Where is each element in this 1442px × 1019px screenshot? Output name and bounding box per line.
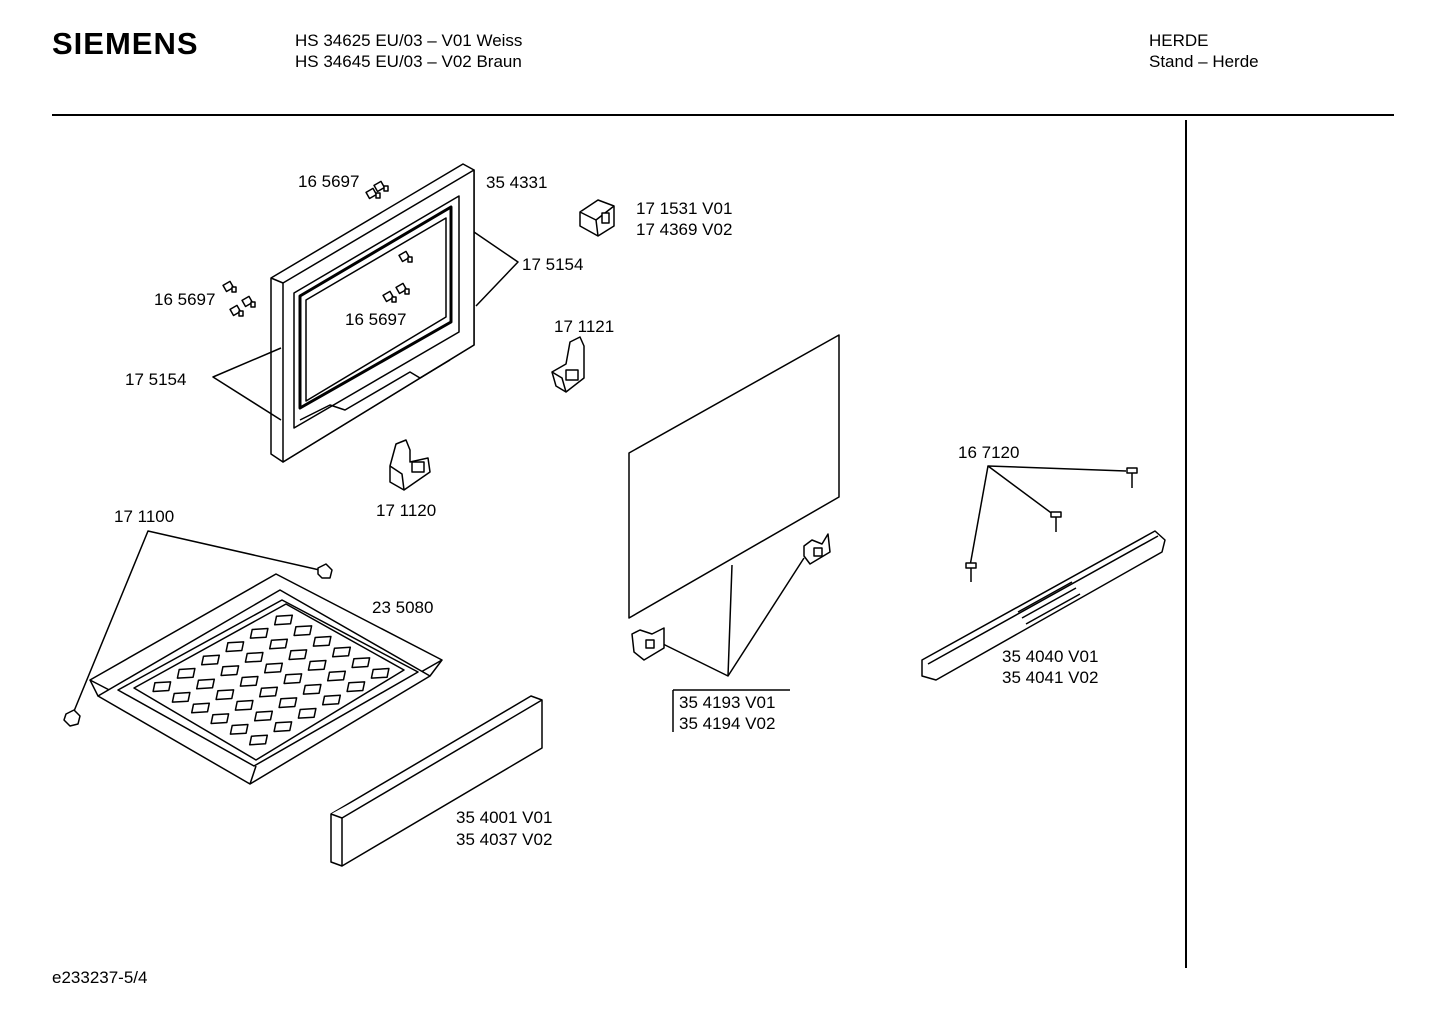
label-handle-screws: 16 7120 xyxy=(958,443,1019,462)
tray-grid-cell xyxy=(220,665,240,677)
label-frame: 35 4331 xyxy=(486,173,547,192)
screw-group-center xyxy=(382,250,413,303)
clip-left-leader xyxy=(212,347,282,421)
glass-holder-right xyxy=(803,533,831,565)
tray-grid-cell xyxy=(307,659,327,671)
tray-grid-cell xyxy=(176,667,196,679)
tray-grid-cell xyxy=(234,699,254,711)
tray-grid-cell xyxy=(171,691,191,703)
handle-screws xyxy=(965,465,1138,582)
tray-grid-cell xyxy=(268,638,289,650)
label-screws-top: 16 5697 xyxy=(298,172,359,191)
label-hinge-upper-2: 17 4369 V02 xyxy=(636,220,732,239)
label-front-panel-1: 35 4001 V01 xyxy=(456,808,552,827)
label-handle-1: 35 4040 V01 xyxy=(1002,647,1098,666)
tray-grid-cell xyxy=(200,654,221,666)
tray-grid-cell xyxy=(370,667,390,679)
tray-grid-cell xyxy=(321,694,342,706)
category-block: HERDE Stand – Herde xyxy=(1149,30,1259,72)
label-glass-holder-2: 35 4194 V02 xyxy=(679,714,775,733)
category-line-2: Stand – Herde xyxy=(1149,52,1259,71)
model-line-1: HS 34625 EU/03 – V01 Weiss xyxy=(295,31,523,50)
tray-grid-cell xyxy=(244,651,264,663)
hinge-upper xyxy=(579,199,615,237)
tray-grid-cell xyxy=(190,702,211,714)
brand-logo: SIEMENS xyxy=(52,26,199,61)
tray-grid-cell xyxy=(239,675,259,687)
label-hinge-upper-1: 17 1531 V01 xyxy=(636,199,732,218)
drawing-id: e233237-5/4 xyxy=(52,968,148,987)
tray-grid-cell xyxy=(225,641,245,653)
tray-grid-cell xyxy=(331,646,352,658)
tray-grid-cell xyxy=(326,670,347,682)
tray-grid-cell xyxy=(273,614,294,626)
category-line-1: HERDE xyxy=(1149,31,1209,50)
tray-grid-cell xyxy=(263,662,284,674)
tray-grid-cell xyxy=(273,721,293,733)
tray-grid-cell xyxy=(248,734,269,746)
front-panel xyxy=(330,695,543,867)
glass-panel xyxy=(628,334,840,732)
tray-grid-cell xyxy=(351,657,371,669)
clip-right-leader xyxy=(473,231,519,307)
screw-group-top xyxy=(365,180,389,200)
hinge-right xyxy=(551,336,585,393)
hinge-left xyxy=(389,439,431,491)
tray-grid-cell xyxy=(293,625,313,637)
model-line-2: HS 34645 EU/03 – V02 Braun xyxy=(295,52,522,71)
tray-grid-cell xyxy=(302,683,322,695)
tray-grid-cell xyxy=(249,627,269,639)
tray-grid-cell xyxy=(297,707,317,719)
tray-grid-cell xyxy=(215,689,235,701)
tray-grid-cell xyxy=(210,713,230,725)
label-glass-holder-1: 35 4193 V01 xyxy=(679,693,775,712)
tray-grid-cell xyxy=(283,673,303,685)
handle-bar xyxy=(921,530,1166,681)
tray-grid-cell xyxy=(312,635,332,647)
label-hinge-left: 17 1120 xyxy=(376,501,436,520)
tray-grid-cell xyxy=(152,681,172,693)
tray-grid xyxy=(152,614,390,746)
screw-group-left xyxy=(222,280,256,317)
label-front-panel-2: 35 4037 V02 xyxy=(456,830,552,849)
label-clip-right: 17 5154 xyxy=(522,255,583,274)
label-clip-left: 17 5154 xyxy=(125,370,186,389)
door-frame xyxy=(270,163,475,463)
tray-grid-cell xyxy=(288,649,308,661)
label-handle-2: 35 4041 V02 xyxy=(1002,668,1098,687)
label-tray: 23 5080 xyxy=(372,598,433,617)
side-divider xyxy=(1185,120,1187,968)
glass-holder-left xyxy=(631,627,665,661)
label-feet: 17 1100 xyxy=(114,507,174,526)
label-screws-left: 16 5697 xyxy=(154,290,215,309)
tray-grid-cell xyxy=(195,678,216,690)
label-hinge-right: 17 1121 xyxy=(554,317,614,336)
tray-grid-cell xyxy=(278,697,298,709)
label-screws-center: 16 5697 xyxy=(345,310,406,329)
header-divider xyxy=(52,114,1394,116)
tray-grid-cell xyxy=(258,686,279,698)
tray-grid-cell xyxy=(253,710,274,722)
tray-grid-cell xyxy=(229,723,249,735)
model-list: HS 34625 EU/03 – V01 Weiss HS 34645 EU/0… xyxy=(295,30,522,72)
feet xyxy=(63,530,333,727)
tray-grid-cell xyxy=(346,681,366,693)
